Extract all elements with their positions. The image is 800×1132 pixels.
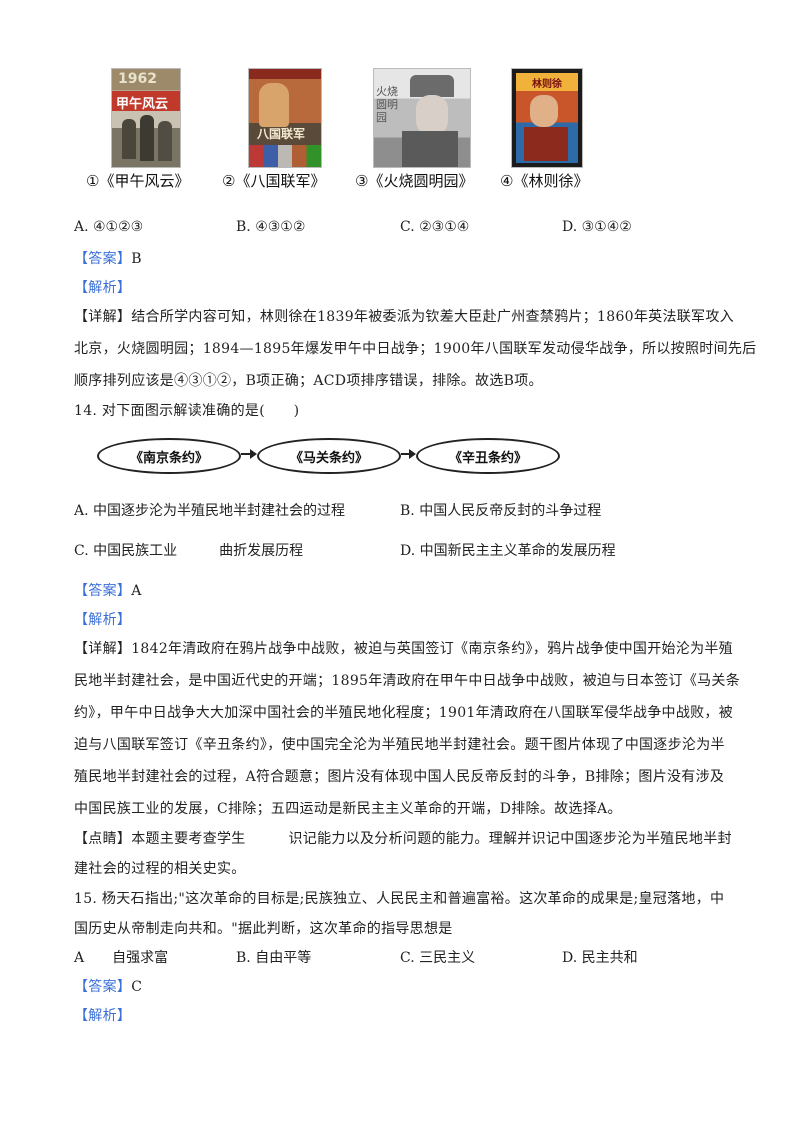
poster-huoshao-yuanmingyuan: 火烧圆明园: [373, 68, 471, 168]
q13-option-c: C. ②③①④: [400, 219, 470, 235]
q13-option-b: B. ④③①②: [236, 219, 306, 235]
q14-option-a: A. 中国逐步沦为半殖民地半封建社会的过程: [74, 503, 346, 519]
poster-baguo-lianjun: 八国联军: [248, 68, 322, 168]
q13-detail-line: 顺序排列应该是④③①②，B项正确；ACD项排序错误，排除。故选B项。: [74, 373, 543, 389]
q14-detail-line: 民地半封建社会，是中国近代史的开端；1895年清政府在甲午中日战争中战败，被迫与…: [74, 673, 741, 689]
caption-3: ③《火烧圆明园》: [355, 172, 474, 190]
q15-answer: 【答案】C: [74, 979, 143, 995]
poster-title: 林则徐: [532, 79, 562, 90]
q14-detail-line: 殖民地半封建社会的过程，A符合题意；图片没有体现中国人民反帝反封的斗争，B排除；…: [74, 769, 725, 785]
q14-stem: 14. 对下面图示解读准确的是( ): [74, 403, 300, 419]
flow-arrow: [401, 449, 416, 459]
poster-year: 1962: [118, 71, 157, 87]
q14-answer: 【答案】A: [74, 583, 142, 599]
q13-option-d: D. ③①④②: [562, 219, 632, 235]
flow-node-xinchou: 《辛丑条约》: [416, 438, 560, 474]
poster-title: 火烧圆明园: [376, 85, 398, 124]
poster-title: 八国联军: [257, 127, 306, 141]
q13-analysis-tag: 【解析】: [74, 280, 132, 296]
q15-stem-line: 国历史从帝制走向共和。"据此判断，这次革命的指导思想是: [74, 921, 453, 937]
q14-option-b: B. 中国人民反帝反封的斗争过程: [400, 503, 602, 519]
q14-option-d: D. 中国新民主主义革命的发展历程: [400, 543, 616, 559]
poster-lin-zexu: 林则徐: [511, 68, 583, 168]
q14-detail-line: 迫与八国联军签订《辛丑条约》，使中国完全沦为半殖民地半封建社会。题干图片体现了中…: [74, 737, 725, 753]
flow-node-nanjing: 《南京条约》: [97, 438, 241, 474]
caption-2: ②《八国联军》: [222, 172, 326, 190]
caption-1: ①《甲午风云》: [86, 172, 190, 190]
caption-4: ④《林则徐》: [500, 172, 589, 190]
q14-detail-line: 中国民族工业的发展，C排除；五四运动是新民主主义革命的开端，D排除。故选择A。: [74, 801, 622, 817]
q13-detail-line: 【详解】结合所学内容可知，林则徐在1839年被委派为钦差大臣赴广州查禁鸦片；18…: [74, 309, 734, 325]
q15-option-c: C. 三民主义: [400, 950, 476, 966]
poster-jiawu-fengyun: 1962 甲午风云: [111, 68, 181, 168]
flow-node-maguan: 《马关条约》: [257, 438, 401, 474]
q14-detail-line: 【详解】1842年清政府在鸦片战争中战败，被迫与英国签订《南京条约》，鸦片战争使…: [74, 641, 734, 657]
q13-option-a: A. ④①②③: [74, 219, 144, 235]
q14-detail-line: 约》，甲午中日战争大大加深中国社会的半殖民地化程度；1901年清政府在八国联军侵…: [74, 705, 734, 721]
q14-comment-line: 【点睛】本题主要考查学生 识记能力以及分析问题的能力。理解并识记中国逐步沦为半殖…: [74, 831, 732, 847]
q15-option-b: B. 自由平等: [236, 950, 312, 966]
q14-comment-line: 建社会的过程的相关史实。: [74, 861, 246, 877]
q14-analysis-tag: 【解析】: [74, 612, 132, 628]
q15-stem-line: 15. 杨天石指出;"这次革命的目标是;民族独立、人民民主和普遍富裕。这次革命的…: [74, 891, 725, 907]
q14-option-c: C. 中国民族工业 曲折发展历程: [74, 543, 304, 559]
q13-detail-line: 北京，火烧圆明园；1894—1895年爆发甲午中日战争；1900年八国联军发动侵…: [74, 341, 757, 357]
q13-answer: 【答案】B: [74, 251, 142, 267]
q15-option-d: D. 民主共和: [562, 950, 638, 966]
q15-option-a: A 自强求富: [74, 950, 169, 966]
flow-arrow: [241, 449, 257, 459]
poster-title: 甲午风云: [116, 97, 169, 112]
q15-analysis-tag: 【解析】: [74, 1008, 132, 1024]
